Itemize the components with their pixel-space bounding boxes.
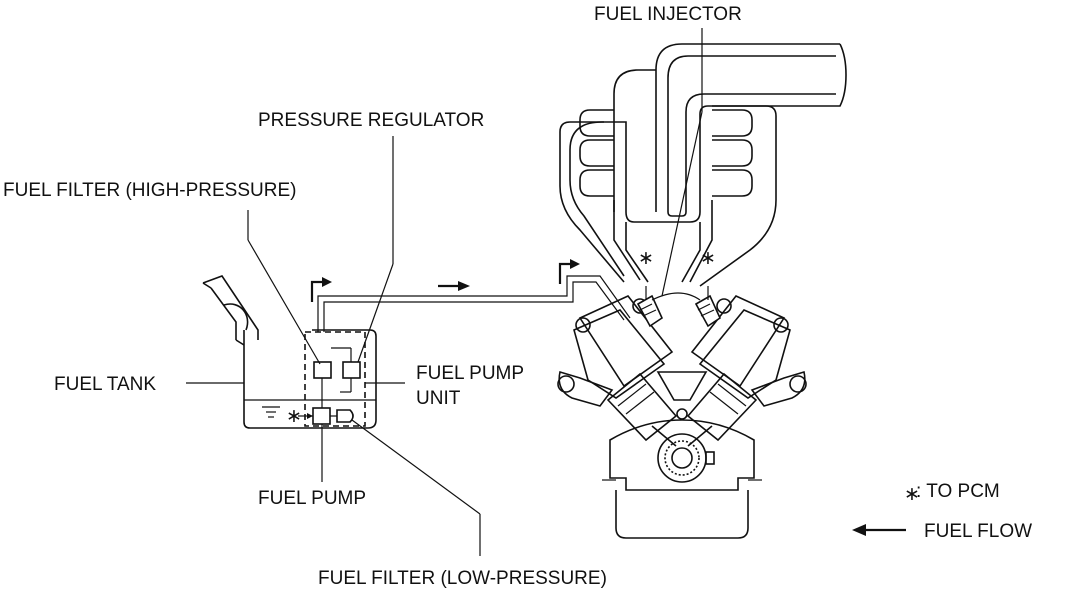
flow-arrow-right [438, 281, 470, 291]
label-fuel-injector: FUEL INJECTOR [594, 4, 742, 25]
label-fuel-pump-unit-line1: FUEL PUMP [416, 363, 524, 384]
label-fuel-tank: FUEL TANK [54, 374, 156, 395]
fuel-pump-box [312, 407, 331, 425]
fuel-injector-right [694, 286, 722, 328]
injector-right-pcm-marker: ∗ [700, 248, 716, 269]
fuel-supply-line [317, 275, 631, 332]
fuel-filter-low-shape [336, 409, 354, 423]
flow-arrow-up [310, 277, 332, 302]
label-fuel-pump-unit-line2: UNIT [416, 388, 461, 409]
fuel-tank [202, 275, 377, 429]
label-fuel-filter-high: FUEL FILTER (HIGH-PRESSURE) [3, 180, 296, 201]
leader-lines [186, 28, 703, 556]
fuel-pump-unit-enclosure [304, 331, 366, 427]
intake-manifold [559, 43, 847, 287]
tank-pcm-marker: ∗ [286, 406, 302, 427]
legend-flow-arrow [852, 524, 906, 536]
engine-block [557, 295, 807, 539]
legend-flow-text: FUEL FLOW [924, 521, 1032, 542]
injector-left-pcm-marker: ∗ [638, 248, 654, 269]
fuel-filter-high-box [313, 361, 332, 379]
label-pressure-regulator: PRESSURE REGULATOR [258, 110, 484, 131]
label-fuel-pump: FUEL PUMP [258, 488, 366, 509]
flow-arrow-engine [558, 259, 580, 284]
legend-pcm-text: : TO PCM [916, 481, 1000, 502]
legend-pcm-mark: ∗ [904, 484, 920, 505]
legend: ∗ : TO PCM FUEL FLOW [852, 481, 1032, 542]
label-fuel-filter-low: FUEL FILTER (LOW-PRESSURE) [318, 568, 607, 589]
fuel-injector-left [636, 286, 664, 328]
pressure-regulator-box [342, 361, 361, 379]
